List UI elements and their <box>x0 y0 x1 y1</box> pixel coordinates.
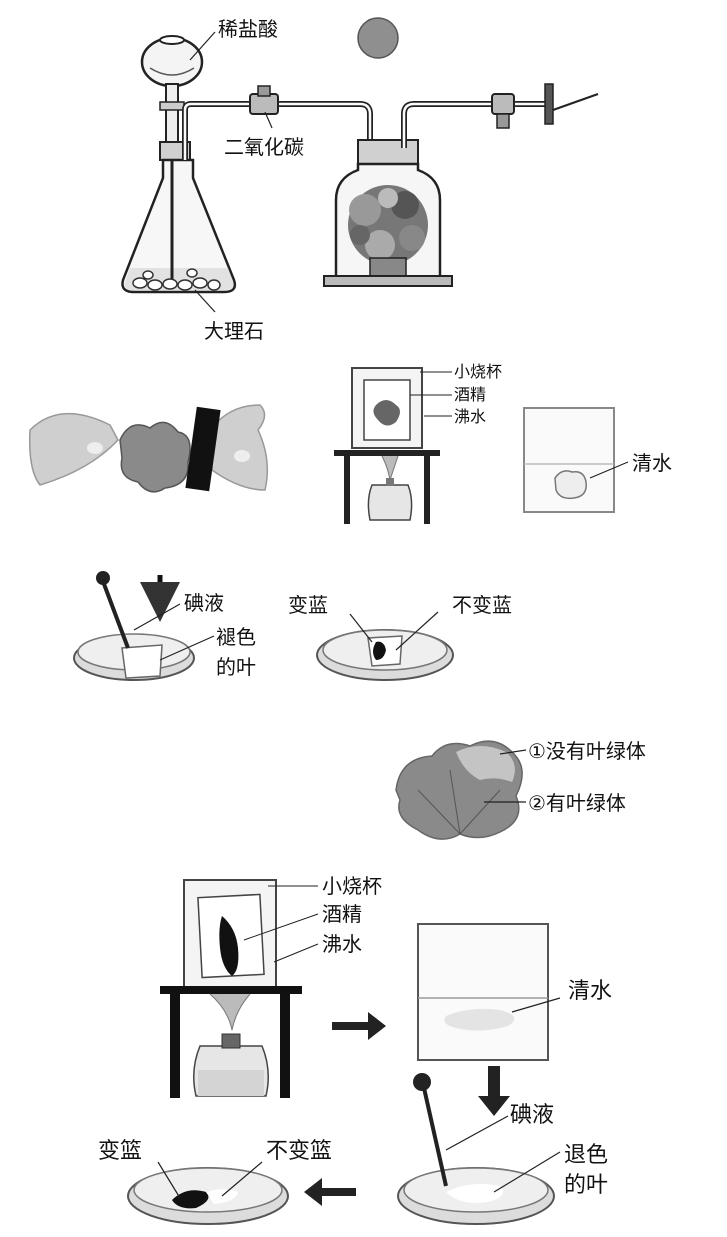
label-marble: 大理石 <box>204 319 264 343</box>
label-iodine-1: 碘液 <box>184 591 224 615</box>
label-has-chloroplast: ②有叶绿体 <box>528 791 626 815</box>
label-faded-leaf-2b: 的叶 <box>564 1173 608 1198</box>
label-dilute-hcl: 稀盐酸 <box>218 17 278 41</box>
light-source <box>357 17 399 59</box>
clear-water-beaker-1 <box>523 407 615 513</box>
label-clear-water-2: 清水 <box>568 979 612 1004</box>
petri-dish-iodine-2 <box>397 1073 555 1225</box>
label-carbon-dioxide: 二氧化碳 <box>224 135 304 159</box>
label-alcohol-2: 酒精 <box>322 902 362 926</box>
label-faded-leaf-1a: 褪色 <box>216 625 256 649</box>
alcohol-bath-apparatus-2 <box>160 879 302 1098</box>
hands-covering-leaf <box>28 404 269 493</box>
co2-generator-flask <box>121 35 373 294</box>
petri-dish-iodine <box>73 571 195 681</box>
label-clear-water-1: 清水 <box>632 451 672 475</box>
label-boiling-water-2: 沸水 <box>322 932 362 956</box>
arrow-right <box>332 1012 386 1040</box>
label-alcohol-1: 酒精 <box>454 385 486 404</box>
label-boiling-water-1: 沸水 <box>454 407 486 426</box>
petri-dish-result-1 <box>316 629 454 681</box>
variegated-leaf <box>395 740 523 840</box>
label-small-beaker-1: 小烧杯 <box>454 362 502 381</box>
bell-jar-with-plant <box>323 83 599 287</box>
label-small-beaker-2: 小烧杯 <box>322 874 382 898</box>
label-not-blue-1: 不变蓝 <box>452 593 512 617</box>
alcohol-bath-apparatus-1 <box>334 367 440 524</box>
label-faded-leaf-1b: 的叶 <box>216 655 256 679</box>
arrow-left <box>304 1178 356 1206</box>
arrow-down <box>478 1066 510 1116</box>
clear-water-beaker-2 <box>417 923 549 1061</box>
label-turns-blue-2: 变篮 <box>98 1139 142 1164</box>
label-turns-blue-1: 变蓝 <box>288 593 328 617</box>
label-not-blue-2: 不变篮 <box>266 1139 332 1164</box>
label-no-chloroplast: ①没有叶绿体 <box>528 739 646 763</box>
label-faded-leaf-2a: 退色 <box>564 1143 608 1168</box>
potted-plant <box>348 185 428 277</box>
label-iodine-2: 碘液 <box>510 1103 554 1128</box>
petri-dish-result-2 <box>127 1167 289 1225</box>
